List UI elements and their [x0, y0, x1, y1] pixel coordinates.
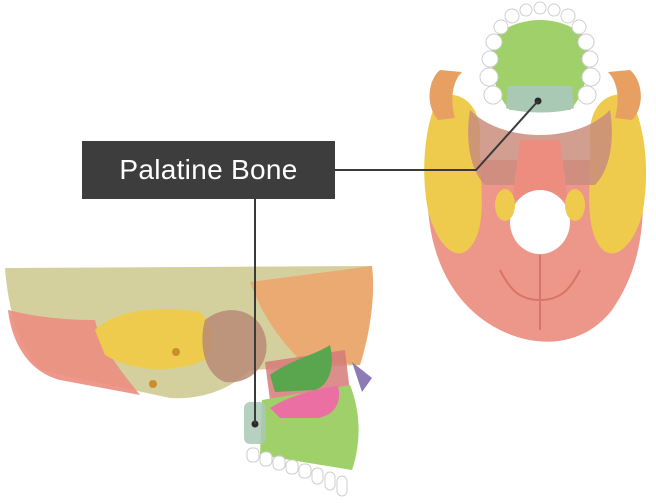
upper-teeth-sagittal: [246, 447, 348, 497]
sphenoid-body-brown: [202, 310, 267, 383]
sella-dot: [172, 348, 180, 356]
foramen-dot: [149, 380, 157, 388]
sphenoid-sagittal: [95, 309, 212, 370]
callout-label: Palatine Bone: [119, 154, 298, 185]
zygomatic-arch-left: [429, 70, 462, 120]
occipital-condyle-left: [495, 189, 515, 221]
leader-lines: [254, 100, 539, 424]
inferior-nasal-concha: [270, 386, 340, 418]
upper-teeth-inferior: [479, 1, 601, 105]
ethmoid-concha: [270, 345, 332, 392]
basi-occiput: [512, 140, 568, 200]
temporal-bone-left: [424, 94, 482, 254]
nasal-bone: [352, 362, 372, 392]
occipital-bone-sagittal: [8, 310, 140, 395]
leader-line-inferior: [335, 100, 539, 171]
inferior-skull-view: [424, 1, 647, 342]
sagittal-skull-view: [5, 266, 374, 497]
frontal-bone-orange: [250, 266, 374, 365]
zygomatic-arch-right: [608, 70, 641, 120]
occipital-ridges: [499, 255, 581, 330]
foramen-magnum: [510, 190, 570, 254]
palatine-bone-callout: Palatine Bone: [82, 141, 335, 199]
occipital-condyle-right: [565, 189, 585, 221]
